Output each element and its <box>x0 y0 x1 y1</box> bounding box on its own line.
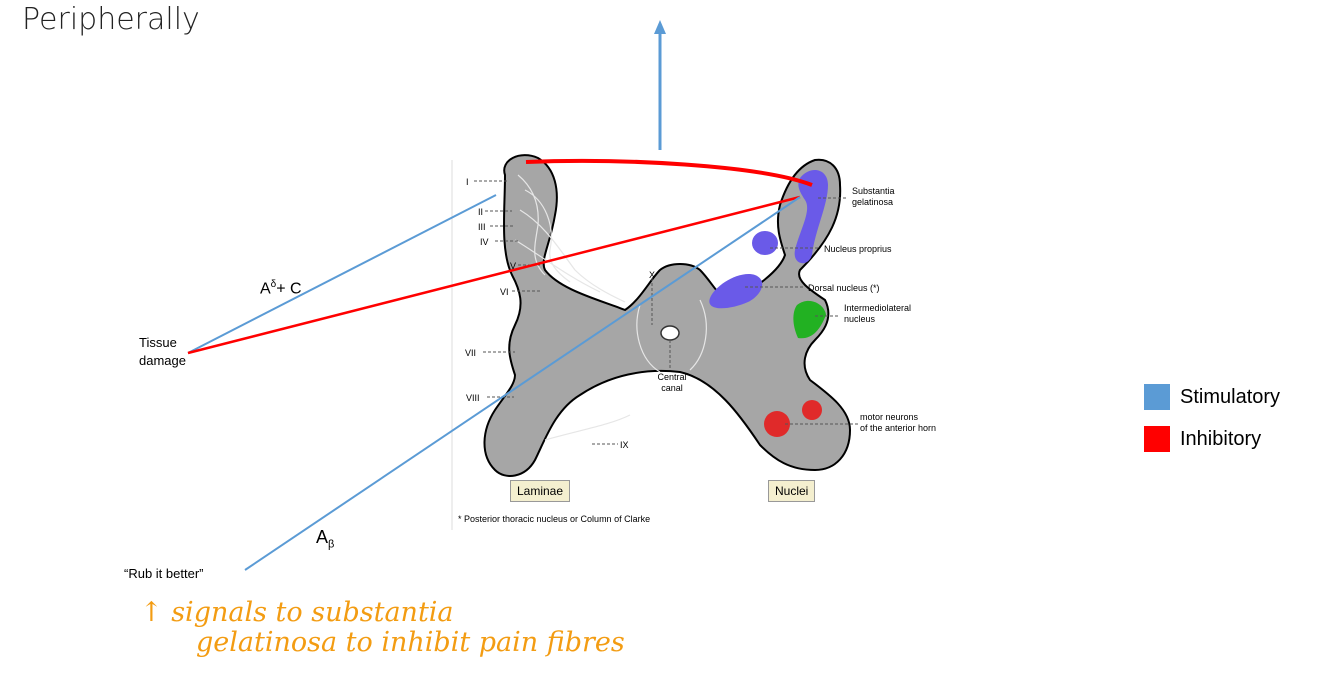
label-motor-neurons: motor neurons of the anterior horn <box>860 412 937 433</box>
label-a-delta-c: Aδ+ C <box>260 279 302 298</box>
lamina-label-x: X <box>649 270 656 280</box>
legend-label-stimulatory: Stimulatory <box>1180 385 1281 408</box>
label-nucleus-proprius: Nucleus proprius <box>824 244 892 254</box>
lamina-label-iv: IV <box>480 237 489 247</box>
legend-swatch-inhibitory <box>1144 426 1170 452</box>
handwritten-note-line2: gelatinosa to inhibit pain fibres <box>196 627 625 658</box>
legend-label-inhibitory: Inhibitory <box>1180 427 1262 450</box>
lamina-label-ii: II <box>478 207 484 217</box>
grey-matter-shape <box>483 154 852 477</box>
motor-neuron-1-shape <box>764 411 790 437</box>
nucleus-leaders <box>669 197 858 425</box>
substantia-gelatinosa-shape <box>794 169 828 264</box>
lamina-label-vii: VII <box>465 348 477 358</box>
legend-stimulatory: Stimulatory <box>1144 384 1280 410</box>
lamina-label-i: I <box>466 177 469 187</box>
label-central-canal: Central canal <box>657 372 687 393</box>
label-rub-it-better: “Rub it better” <box>124 566 204 581</box>
inhibitory-arc <box>525 158 813 187</box>
lamina-label-ix: IX <box>620 440 629 450</box>
label-tissue-damage: Tissue damage <box>139 335 186 368</box>
label-a-beta: Aβ <box>316 527 335 551</box>
page-title: Peripherally <box>22 2 200 37</box>
motor-neuron-2-shape <box>802 400 822 420</box>
lamina-label-viii: VIII <box>466 393 480 403</box>
intermediolateral-shape <box>793 300 826 339</box>
inhibitory-line-to-sg <box>187 195 801 355</box>
lamina-label-v: V <box>510 261 517 271</box>
laminae-box: Laminae <box>510 480 571 502</box>
a-delta-c-stimulatory-line <box>187 194 497 354</box>
lamina-label-iii: III <box>478 222 486 232</box>
a-beta-stimulatory-line <box>244 196 801 571</box>
label-substantia-gelatinosa: Substantia gelatinosa <box>852 186 895 207</box>
lamina-label-vi: VI <box>500 287 509 297</box>
legend-swatch-stimulatory <box>1144 384 1170 410</box>
legend-inhibitory: Inhibitory <box>1144 426 1261 452</box>
ascending-arrow-head <box>654 20 666 34</box>
central-canal-shape <box>660 325 680 341</box>
figure-footnote: * Posterior thoracic nucleus or Column o… <box>458 514 651 524</box>
dorsal-nucleus-shape <box>709 274 763 309</box>
lamina-contours <box>514 174 707 441</box>
nuclei-box: Nuclei <box>768 480 816 502</box>
label-intermediolateral: Intermediolateral nucleus <box>844 303 912 324</box>
label-dorsal-nucleus: Dorsal nucleus (*) <box>808 283 880 293</box>
handwritten-note-line1: ↑ signals to substantia <box>140 597 454 628</box>
nucleus-proprius-shape <box>752 231 778 255</box>
